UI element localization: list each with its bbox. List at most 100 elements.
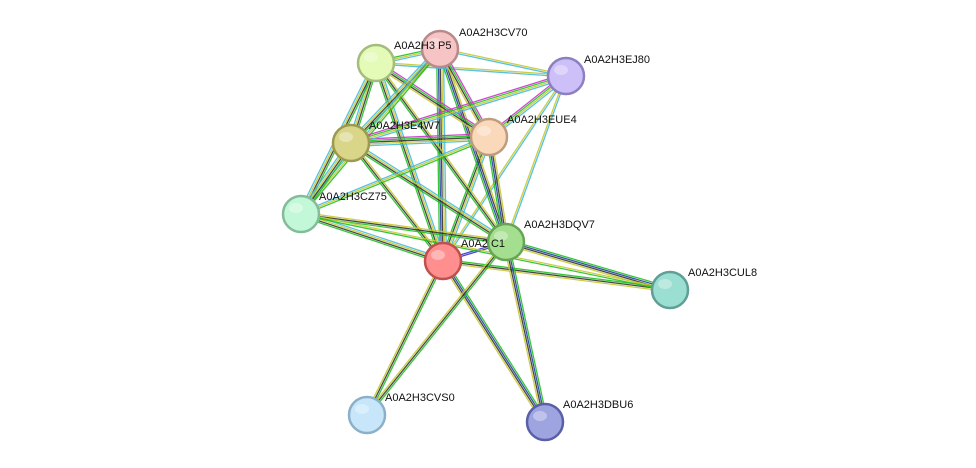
node-highlight: [431, 250, 445, 260]
edge-evidence-line: [366, 241, 507, 416]
edge-evidence-line: [350, 134, 489, 142]
node-circle[interactable]: [650, 270, 690, 310]
edge-evidence-line: [441, 136, 489, 261]
edge-evidence-line: [440, 262, 544, 424]
node-hp5[interactable]: A0A2H3 P5: [356, 40, 451, 83]
node-hcz75[interactable]: A0A2H3CZ75: [281, 191, 387, 234]
node-circle[interactable]: [423, 241, 463, 281]
edge-evidence-line: [350, 74, 566, 143]
edge-evidence-line: [367, 242, 508, 417]
edge-he4w7-heue4: [350, 132, 490, 148]
edge-evidence-line: [351, 138, 490, 146]
node-he4w7[interactable]: A0A2H3E4W7: [331, 120, 440, 163]
edge-hc1-hdbu6: [440, 259, 548, 424]
node-hc1[interactable]: A0A2 C1: [423, 238, 505, 281]
edge-evidence-line: [374, 63, 443, 262]
edge-evidence-line: [301, 211, 507, 241]
edge-evidence-line: [301, 212, 444, 261]
node-label: A0A2H3EUE4: [507, 114, 577, 126]
edge-evidence-line: [348, 46, 439, 142]
edge-evidence-line: [443, 260, 547, 422]
node-circle[interactable]: [546, 56, 586, 96]
edge-evidence-line: [504, 242, 545, 423]
edge-evidence-line: [300, 136, 490, 215]
edge-evidence-line: [375, 63, 566, 78]
edge-evidence-line: [351, 76, 567, 145]
edge-evidence-line: [300, 214, 443, 263]
edge-evidence-line: [366, 260, 444, 416]
edge-evidence-line: [504, 75, 566, 242]
node-hdbu6[interactable]: A0A2H3DBU6: [525, 399, 633, 442]
node-highlight: [428, 38, 442, 48]
edge-evidence-line: [351, 141, 507, 242]
edge-evidence-line: [435, 49, 441, 262]
node-label: A0A2H3DQV7: [524, 219, 595, 231]
node-circle[interactable]: [347, 395, 387, 435]
node-hcul8[interactable]: A0A2H3CUL8: [650, 267, 757, 310]
node-label: A0A2H3DBU6: [563, 399, 633, 411]
edge-evidence-line: [506, 76, 568, 243]
edge-evidence-line: [441, 75, 566, 261]
node-label: A0A2H3 P5: [394, 40, 451, 52]
node-circle[interactable]: [486, 222, 526, 262]
edge-evidence-line: [301, 137, 490, 217]
node-highlight: [339, 132, 353, 142]
node-circle[interactable]: [356, 43, 396, 83]
edge-evidence-line: [377, 60, 491, 136]
node-hcv70[interactable]: A0A2H3CV70: [420, 27, 528, 69]
edge-evidence-line: [377, 61, 447, 261]
node-label: A0A2H3E4W7: [369, 120, 440, 132]
edge-evidence-line: [442, 262, 670, 293]
edge-evidence-line: [376, 62, 445, 261]
edge-hc1-hcvs0: [364, 259, 446, 417]
edge-hdqv7-hdbu6: [502, 241, 549, 423]
edge-evidence-line: [301, 212, 671, 290]
edge-evidence-line: [507, 241, 549, 422]
edge-evidence-line: [506, 238, 671, 289]
edge-evidence-line: [376, 61, 490, 137]
edges-layer: [298, 46, 671, 424]
node-label: A0A2H3EJ80: [584, 54, 650, 66]
node-hej80[interactable]: A0A2H3EJ80: [546, 54, 650, 96]
edge-evidence-line: [351, 77, 567, 147]
edge-evidence-line: [441, 261, 545, 423]
edge-evidence-line: [349, 143, 443, 263]
node-highlight: [289, 203, 303, 213]
edge-evidence-line: [376, 61, 567, 76]
node-circle[interactable]: [420, 29, 460, 69]
node-heue4[interactable]: A0A2H3EUE4: [469, 114, 577, 157]
node-hcvs0[interactable]: A0A2H3CVS0: [347, 392, 455, 435]
edge-evidence-line: [443, 137, 491, 262]
edge-evidence-line: [351, 139, 490, 148]
edge-hdqv7-hej80: [504, 75, 568, 243]
edge-hdqv7-he4w7: [349, 140, 508, 245]
edge-evidence-line: [352, 140, 508, 241]
edge-heue4-hcz75: [300, 134, 490, 217]
edge-evidence-line: [439, 49, 566, 78]
edge-hp5-hej80: [375, 61, 567, 78]
node-circle[interactable]: [281, 194, 321, 234]
edge-evidence-line: [506, 240, 671, 290]
edge-evidence-line: [375, 63, 489, 139]
edge-evidence-line: [350, 136, 490, 144]
node-circle[interactable]: [525, 402, 565, 442]
edge-evidence-line: [350, 143, 506, 244]
edge-hc1-hej80: [441, 75, 568, 262]
edge-evidence-line: [443, 76, 568, 262]
edge-evidence-line: [442, 260, 671, 291]
node-circle[interactable]: [331, 123, 371, 163]
edge-evidence-line: [299, 215, 443, 265]
node-highlight: [477, 126, 491, 136]
node-circle[interactable]: [469, 117, 509, 157]
node-highlight: [494, 231, 508, 241]
edge-evidence-line: [372, 63, 442, 263]
edge-he4w7-hej80: [350, 72, 567, 147]
edge-evidence-line: [440, 47, 567, 76]
node-label: A0A2 C1: [461, 238, 505, 250]
edge-evidence-line: [367, 261, 446, 417]
edge-evidence-line: [444, 137, 492, 263]
node-hdqv7[interactable]: A0A2H3DQV7: [486, 219, 595, 262]
node-highlight: [533, 411, 547, 421]
